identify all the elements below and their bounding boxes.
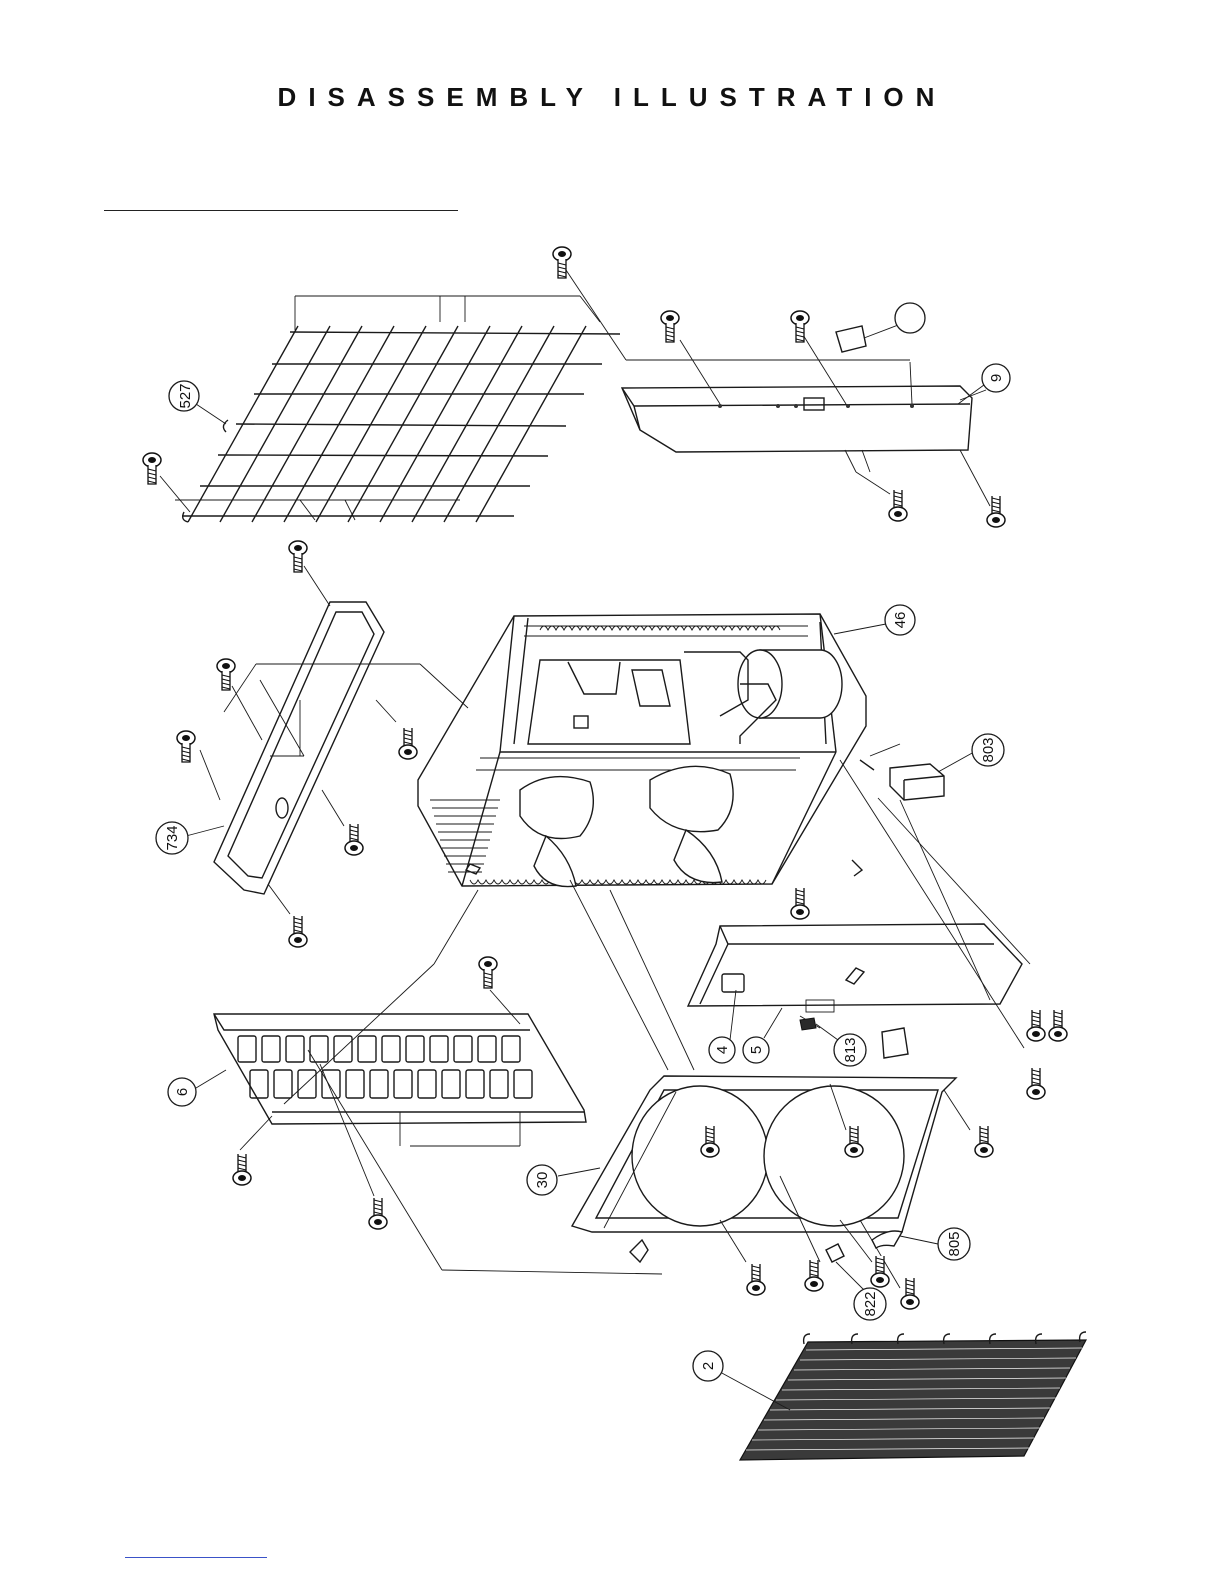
svg-text:803: 803	[980, 737, 997, 762]
callout-527: 527	[169, 381, 199, 411]
callout-805: 805	[938, 1228, 970, 1260]
condenser-coil-2	[740, 1332, 1086, 1460]
callout-9: 9	[982, 364, 1010, 392]
svg-text:4: 4	[714, 1046, 731, 1054]
svg-text:6: 6	[174, 1088, 191, 1096]
footer-link-underline	[125, 1557, 267, 1558]
callout-813: 813	[834, 1034, 866, 1066]
callout-blank	[895, 303, 925, 333]
callout-46: 46	[885, 605, 915, 635]
svg-text:822: 822	[862, 1291, 879, 1316]
svg-text:46: 46	[892, 612, 909, 629]
top-panel-9	[622, 326, 990, 506]
svg-text:30: 30	[534, 1172, 551, 1189]
svg-text:805: 805	[946, 1231, 963, 1256]
svg-text:734: 734	[164, 825, 181, 850]
svg-text:527: 527	[177, 383, 194, 408]
svg-text:2: 2	[700, 1362, 717, 1370]
svg-text:5: 5	[748, 1046, 765, 1054]
svg-text:813: 813	[842, 1037, 859, 1062]
callout-734: 734	[156, 822, 188, 854]
callout-2: 2	[693, 1351, 723, 1381]
callout-5: 5	[743, 1037, 769, 1063]
callout-803: 803	[972, 734, 1004, 766]
callout-822: 822	[854, 1288, 886, 1320]
side-panel-734	[200, 566, 468, 914]
callout-6: 6	[168, 1078, 196, 1106]
base-pan-46	[418, 614, 874, 887]
svg-text:9: 9	[988, 374, 1005, 382]
callout-4: 4	[709, 1037, 735, 1063]
callout-30: 30	[527, 1165, 557, 1195]
